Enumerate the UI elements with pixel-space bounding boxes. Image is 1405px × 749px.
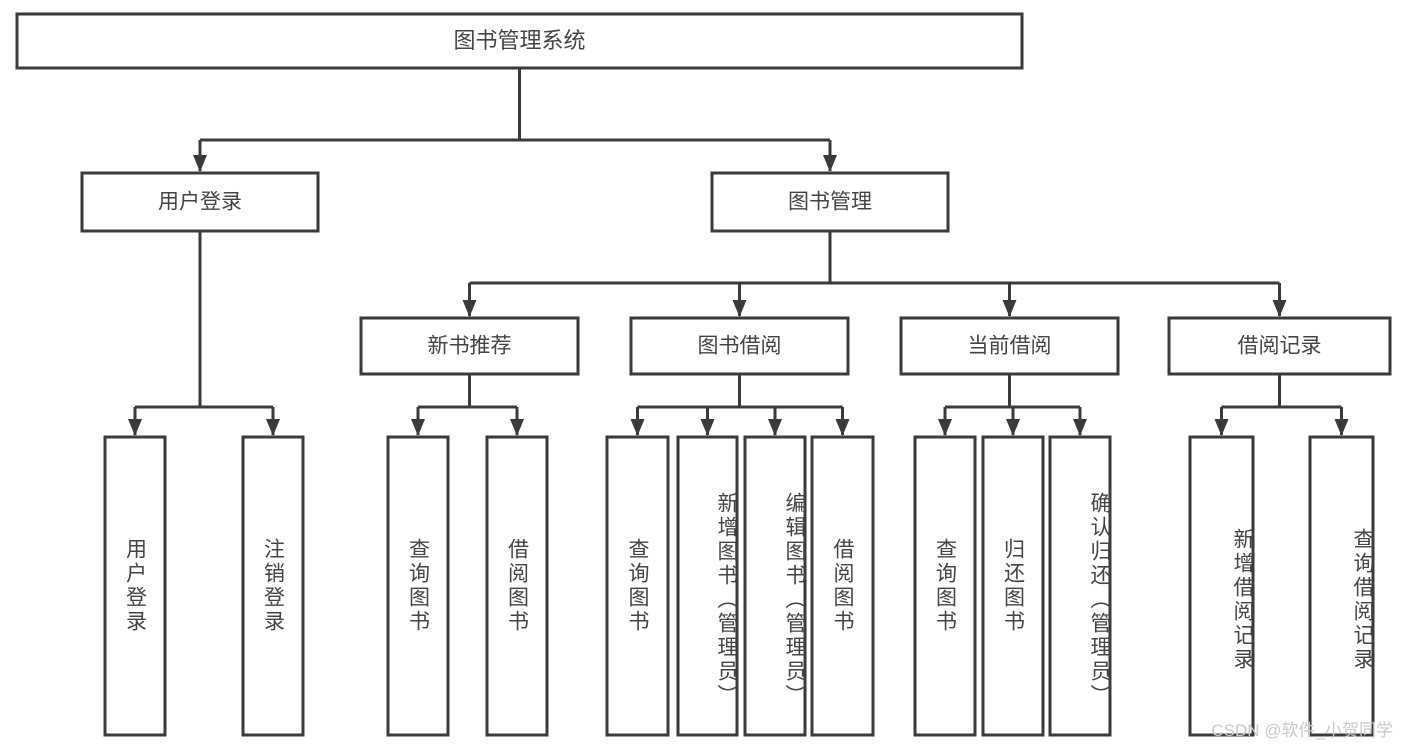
arrow-head-icon	[1272, 300, 1287, 317]
leaf-node-4[interactable]	[605, 435, 670, 737]
leaf-node-12[interactable]	[1308, 435, 1375, 737]
arrow-head-icon	[835, 419, 850, 436]
node-level2-1[interactable]	[629, 316, 850, 376]
leaf-node-11[interactable]	[1188, 435, 1255, 737]
node-level1-0-label: 用户登录	[158, 191, 242, 214]
node-level2-3[interactable]	[1167, 316, 1392, 376]
node-root-label: 图书管理系统	[453, 28, 585, 53]
arrow-head-icon	[823, 155, 837, 172]
arrow-head-icon	[630, 419, 645, 436]
arrow-head-icon	[1214, 419, 1229, 436]
arrow-head-icon	[411, 419, 425, 436]
arrow-head-icon	[1002, 300, 1017, 317]
leaf-node-0[interactable]	[103, 435, 167, 737]
arrow-head-icon	[266, 419, 280, 436]
leaf-node-6[interactable]	[743, 435, 807, 737]
arrow-head-icon	[768, 419, 782, 436]
arrow-head-icon	[700, 419, 715, 436]
leaf-node-10[interactable]	[1048, 435, 1112, 737]
node-level2-1-label: 图书借阅	[698, 335, 782, 358]
arrow-head-icon	[1334, 419, 1349, 436]
node-level1-1-label: 图书管理	[788, 191, 872, 214]
arrow-head-icon	[128, 419, 142, 436]
node-box-layer	[15, 12, 1392, 737]
leaf-node-8[interactable]	[913, 435, 977, 737]
node-level2-0-label: 新书推荐	[428, 335, 512, 358]
node-level2-2[interactable]	[899, 316, 1120, 376]
leaf-node-5[interactable]	[676, 435, 739, 737]
node-level1-1[interactable]	[710, 171, 950, 233]
node-level1-0[interactable]	[80, 171, 320, 233]
leaf-node-1[interactable]	[241, 435, 305, 737]
arrow-head-icon	[1073, 419, 1087, 436]
arrow-head-icon	[510, 419, 524, 436]
connector-layer	[128, 68, 1349, 436]
node-root[interactable]	[15, 12, 1024, 70]
arrow-head-icon	[462, 300, 477, 317]
arrow-head-icon	[1006, 419, 1020, 436]
leaf-node-2[interactable]	[386, 435, 450, 737]
leaf-node-3[interactable]	[485, 435, 549, 737]
arrow-head-icon	[938, 419, 952, 436]
node-level2-2-label: 当前借阅	[968, 335, 1052, 358]
arrow-head-icon	[732, 300, 747, 317]
node-level2-0[interactable]	[359, 316, 580, 376]
leaf-node-7[interactable]	[810, 435, 875, 737]
leaf-node-9[interactable]	[981, 435, 1045, 737]
arrow-head-icon	[193, 155, 207, 172]
node-level2-3-label: 借阅记录	[1238, 335, 1322, 358]
